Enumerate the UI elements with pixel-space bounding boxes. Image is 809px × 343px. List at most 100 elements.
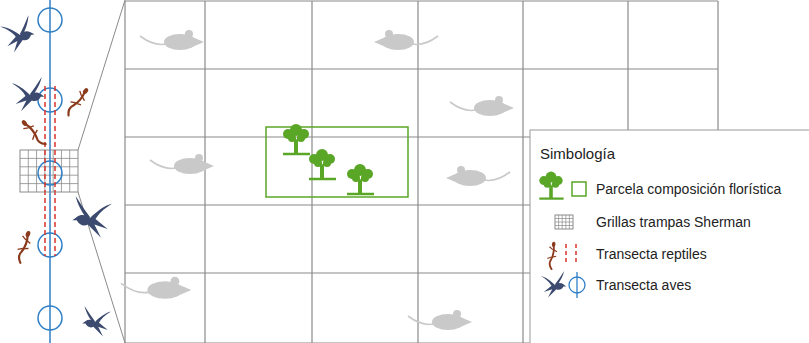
mouse-icon — [121, 277, 191, 299]
legend-text: Parcela composición florística — [596, 181, 781, 197]
grid-line — [311, 1, 312, 343]
swallow-body — [12, 77, 44, 111]
tree-icon — [283, 124, 310, 154]
lizard-icon — [19, 117, 48, 149]
lizard-icon — [14, 230, 35, 264]
legend-text: Grillas trampas Sherman — [596, 214, 751, 230]
flora-plot — [266, 127, 408, 197]
swallow-icon — [82, 306, 111, 336]
mouse-icon — [374, 30, 438, 50]
grid-line — [555, 222, 573, 223]
bird-point — [38, 161, 62, 185]
mouse-head — [200, 160, 214, 172]
tree-crown — [297, 134, 305, 142]
reptile-transect — [54, 150, 56, 192]
lizard-body — [24, 122, 45, 146]
legend-plot-sample — [572, 182, 586, 196]
mouse-ear — [457, 166, 465, 174]
lizard-icon — [546, 241, 559, 269]
tree-icon — [347, 164, 374, 194]
grid-line — [69, 150, 70, 192]
mouse-tail — [140, 36, 166, 45]
grid-line — [20, 158, 78, 159]
lizard-legs — [23, 122, 40, 139]
lizard-legs — [71, 91, 88, 108]
legend-grid-frame — [555, 215, 573, 229]
legend-grid-sample — [555, 215, 573, 229]
tree-crown — [288, 134, 296, 142]
lizard-legs — [547, 247, 557, 260]
reptile-transect — [44, 86, 46, 256]
mouse-head — [500, 102, 514, 114]
grid-line — [555, 225, 573, 226]
mouse-tail — [150, 160, 176, 169]
bird-point — [38, 233, 62, 257]
tree-crown — [352, 174, 360, 182]
grid-line — [20, 183, 78, 184]
mouse-head — [446, 172, 460, 184]
grid-line — [44, 150, 45, 192]
swallow-body — [0, 15, 37, 54]
mouse-ear — [495, 96, 503, 104]
swallow-body — [541, 271, 566, 298]
mouse-ear — [385, 30, 393, 38]
lizard-head — [25, 230, 31, 237]
tree-crown — [552, 181, 559, 188]
mouse-icon — [446, 166, 510, 186]
legend-bird-sample — [576, 272, 577, 298]
bird-point — [38, 306, 62, 330]
mouse-icon — [408, 310, 472, 330]
swallow-icon — [72, 196, 112, 238]
lizard-icon — [63, 86, 92, 118]
mouse-icon — [150, 154, 214, 174]
bird-point — [38, 8, 62, 32]
grid-line — [204, 1, 205, 343]
grid-line — [555, 218, 573, 219]
bird-transect-line — [49, 0, 51, 343]
tree-icon — [539, 172, 563, 199]
mouse-icon — [450, 96, 514, 116]
legend-bird-sample — [569, 277, 585, 293]
mouse-tail — [408, 316, 434, 325]
grid-line — [20, 166, 78, 167]
mouse-head — [374, 36, 388, 48]
legend-text: Transecta reptiles — [596, 246, 707, 262]
tree-icon — [309, 149, 336, 179]
small-grid-frame — [20, 150, 78, 192]
legend-reptile-sample — [565, 244, 567, 265]
grid-line — [522, 1, 523, 343]
small-grid — [20, 150, 78, 192]
lizard-head — [21, 119, 28, 127]
mouse-ear — [171, 277, 180, 286]
mouse-tail — [484, 172, 510, 181]
swallow-body — [82, 306, 111, 336]
tree-crown — [544, 181, 551, 188]
mouse-tail — [412, 36, 438, 45]
mouse-head — [190, 36, 204, 48]
lizard-head — [82, 87, 89, 95]
tree-crown — [361, 174, 369, 182]
grid-line — [417, 1, 418, 343]
mouse-ear — [185, 30, 193, 38]
mouse-tail — [121, 283, 150, 292]
grid-line — [20, 175, 78, 176]
mouse-ear — [195, 154, 203, 162]
grid-line — [125, 68, 718, 69]
grid-line — [124, 1, 125, 343]
legend-box — [530, 130, 809, 343]
grid-line — [125, 0, 718, 1]
swallow-body — [72, 196, 112, 238]
bird-point — [38, 88, 62, 112]
swallow-icon — [12, 77, 44, 111]
mouse-head — [458, 316, 472, 328]
swallow-icon — [0, 15, 37, 54]
grid-line — [28, 150, 29, 192]
lizard-legs — [18, 236, 32, 253]
tree-crown — [314, 159, 322, 167]
tree-crown — [323, 159, 331, 167]
legend-title: Simbología — [540, 146, 615, 162]
grid-line — [53, 150, 54, 192]
mouse-tail — [450, 102, 476, 111]
grid-line — [36, 150, 37, 192]
reptile-transect — [44, 150, 46, 192]
